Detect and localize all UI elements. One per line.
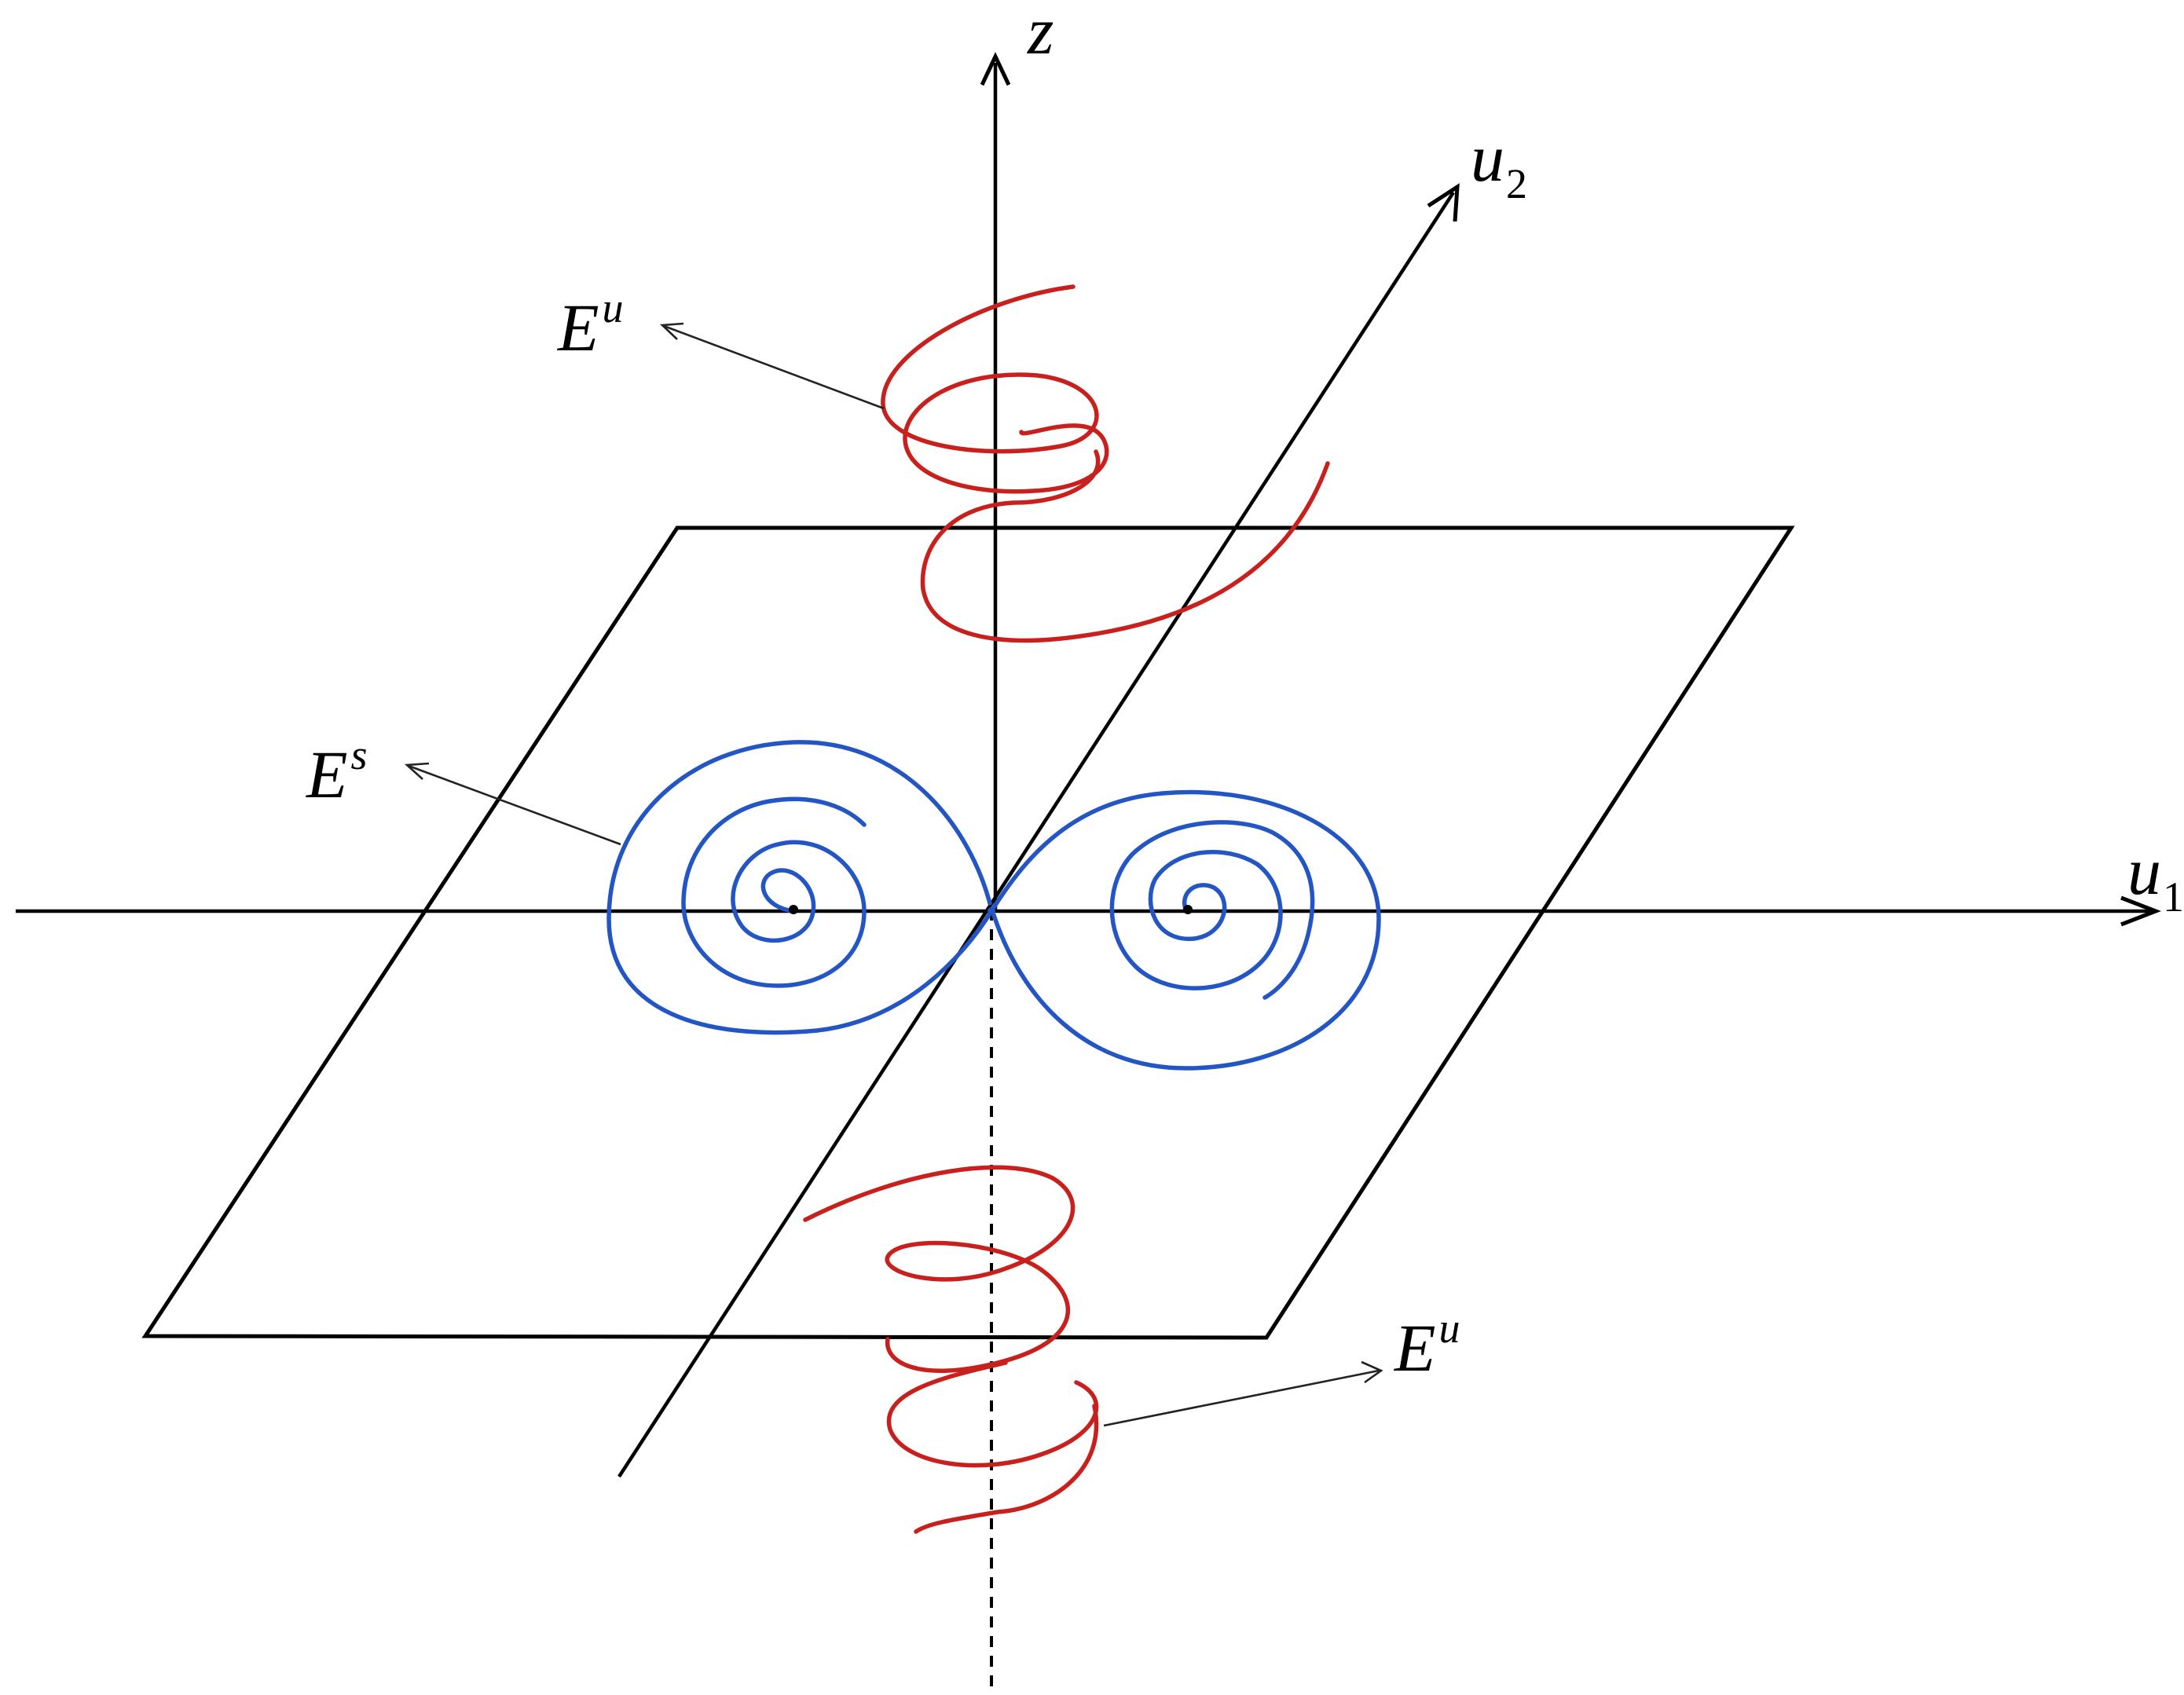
- upper-unstable-label: Eu: [556, 284, 624, 365]
- z-axis-arrowhead: [980, 52, 1011, 86]
- upper-unstable-label-superscript: u: [603, 284, 624, 331]
- stable-label-superscript: s: [351, 731, 368, 778]
- unstable-manifold-upper-curve: [881, 284, 1330, 643]
- plane-parallelogram: [141, 525, 1795, 1340]
- u1-axis-arrowhead: [2120, 895, 2161, 927]
- u2-axis-label-subscript: 2: [1506, 160, 1527, 207]
- lower-unstable-label: Eu: [1393, 1305, 1460, 1386]
- left-equilibrium-point: [789, 905, 798, 914]
- pointer-lower-unstable-head: [1361, 1360, 1383, 1384]
- u1-axis-label: u1: [2127, 833, 2184, 921]
- stable-label: Es: [305, 731, 368, 812]
- pointer-upper-unstable-head: [659, 322, 684, 340]
- unstable-manifold-lower-curve: [803, 1165, 1099, 1534]
- z-axis-label-text: z: [1027, 0, 1054, 68]
- lower-unstable-label-base: E: [1393, 1310, 1436, 1386]
- right-equilibrium-point: [1183, 905, 1193, 914]
- u2-axis-label: u2: [1471, 120, 1527, 207]
- stable-manifold-right-spiral: [989, 789, 1381, 1071]
- pointer-stable: [408, 764, 621, 846]
- lower-unstable-label-superscript: u: [1439, 1305, 1460, 1352]
- u2-axis: [617, 191, 1455, 1478]
- u2-axis-arrowhead: [1427, 183, 1460, 222]
- stable-manifold-left-spiral: [606, 740, 994, 1035]
- pointer-upper-unstable: [663, 324, 885, 410]
- pointer-lower-unstable: [1103, 1369, 1380, 1427]
- stable-label-base: E: [305, 737, 348, 812]
- u1-axis-label-base: u: [2127, 833, 2161, 909]
- origin-point: [988, 907, 995, 915]
- upper-unstable-label-base: E: [556, 290, 599, 365]
- u1-axis-label-subscript: 1: [2163, 873, 2184, 921]
- z-axis-label: z: [1027, 0, 1054, 68]
- u2-axis-label-base: u: [1471, 120, 1504, 196]
- pointer-stable-head: [404, 762, 430, 780]
